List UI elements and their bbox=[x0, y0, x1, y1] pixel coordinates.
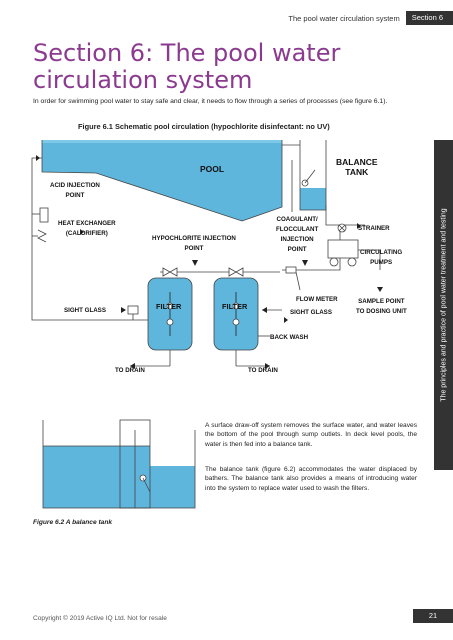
running-header: The pool water circulation system Sectio… bbox=[288, 11, 453, 25]
coagulant-line-3: INJECTION bbox=[280, 236, 314, 243]
back-wash-label: BACK WASH bbox=[270, 334, 309, 341]
pool-label: POOL bbox=[200, 164, 225, 174]
circulating-line-2: PUMPS bbox=[370, 259, 393, 266]
heat-exchanger-label: HEAT EXCHANGER (CALORIFIER) bbox=[58, 219, 116, 239]
balance-tank-label: BALANCE TANK bbox=[336, 157, 378, 177]
filter-2-label: FILTER bbox=[222, 302, 248, 311]
heat-exchanger-line-2: (CALORIFIER) bbox=[65, 230, 108, 237]
sight-glass-left bbox=[127, 305, 139, 315]
sight-glass-left-label: SIGHT GLASS bbox=[64, 307, 106, 314]
running-title: The pool water circulation system bbox=[288, 13, 400, 23]
hypochlorite-line-2: POINT bbox=[184, 245, 204, 252]
flow-meter-label: FLOW METER bbox=[296, 296, 338, 303]
figure-6-2-caption: Figure 6.2 A balance tank bbox=[33, 519, 113, 526]
coagulant-line-2: FLOCCULANT bbox=[276, 226, 319, 233]
balance-tank-outline bbox=[299, 140, 327, 211]
copyright: Copyright © 2019 Active IQ Ltd. Not for … bbox=[33, 615, 167, 622]
circulating-pumps-label: CIRCULATING PUMPS bbox=[360, 248, 402, 268]
page-number: 21 bbox=[413, 609, 453, 623]
pump-1 bbox=[329, 257, 339, 267]
acid-injection-line-1: ACID INJECTION bbox=[50, 182, 100, 189]
intro-text: In order for swimming pool water to stay… bbox=[33, 98, 388, 105]
coagulant-line-1: COAGULANT/ bbox=[276, 216, 318, 223]
heat-exchanger bbox=[37, 229, 47, 243]
hypochlorite-line-1: HYPOCHLORITE INJECTION bbox=[152, 235, 236, 242]
pool-outline bbox=[41, 140, 283, 222]
sight-glass-right-label: SIGHT GLASS bbox=[290, 309, 332, 316]
sidebar-tab: The principles and practice of pool wate… bbox=[434, 140, 453, 470]
sample-point-line-1: SAMPLE POINT bbox=[358, 298, 405, 305]
figure-6-1-caption: Figure 6.1 Schematic pool circulation (h… bbox=[78, 122, 330, 131]
balance-tank-line-1: BALANCE bbox=[336, 157, 378, 167]
acid-injection-label: ACID INJECTION POINT bbox=[50, 181, 100, 201]
strainer-label: STRAINER bbox=[358, 225, 390, 232]
pump-2 bbox=[347, 257, 357, 267]
balance-tank-water bbox=[300, 188, 326, 210]
balance-tank-line-2: TANK bbox=[345, 167, 369, 177]
coagulant-label: COAGULANT/ FLOCCULANT INJECTION POINT bbox=[276, 215, 318, 255]
acid-injection-box bbox=[39, 207, 49, 223]
heat-exchanger-line-1: HEAT EXCHANGER bbox=[58, 220, 116, 227]
flow-meter bbox=[285, 266, 297, 274]
fig2-tank-water-left bbox=[43, 446, 150, 508]
page-title: Section 6: The pool water circulation sy… bbox=[33, 39, 341, 94]
to-drain-1-label: TO DRAIN bbox=[115, 367, 145, 374]
coagulant-line-4: POINT bbox=[287, 246, 307, 253]
to-drain-2-label: TO DRAIN bbox=[248, 367, 278, 374]
fig2-tank-water-right bbox=[150, 466, 195, 508]
sample-point-line-2: TO DOSING UNIT bbox=[356, 308, 407, 315]
paragraph-1: A surface draw-off system removes the su… bbox=[205, 422, 417, 448]
sidebar-text: The principles and practice of pool wate… bbox=[440, 208, 447, 402]
sample-point-label: SAMPLE POINT TO DOSING UNIT bbox=[356, 297, 407, 317]
fig2-tank-outline bbox=[42, 420, 196, 509]
filter-1-label: FILTER bbox=[156, 302, 182, 311]
hypochlorite-label: HYPOCHLORITE INJECTION POINT bbox=[152, 234, 236, 254]
circulating-line-1: CIRCULATING bbox=[360, 249, 403, 256]
paragraph-2: The balance tank (figure 6.2) accommodat… bbox=[205, 466, 417, 492]
acid-injection-line-2: POINT bbox=[65, 192, 85, 199]
section-tab: Section 6 bbox=[405, 11, 453, 25]
pool-water bbox=[42, 140, 282, 221]
